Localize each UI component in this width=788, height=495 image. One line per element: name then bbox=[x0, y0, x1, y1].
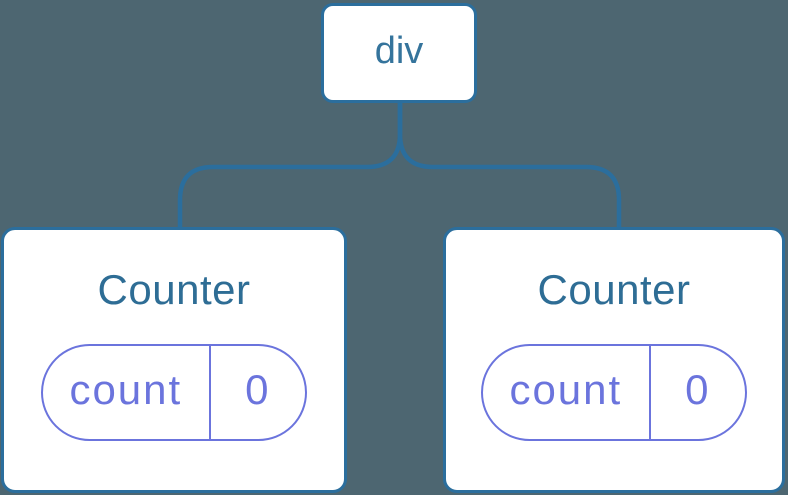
state-name-cell: count bbox=[483, 346, 651, 440]
state-pill: count 0 bbox=[481, 344, 747, 442]
state-name: count bbox=[509, 366, 623, 414]
state-value: 0 bbox=[245, 366, 271, 414]
state-value: 0 bbox=[685, 366, 711, 414]
state-value-cell: 0 bbox=[211, 346, 305, 439]
counter-card-right: Counter count 0 bbox=[443, 227, 785, 493]
state-pill: count 0 bbox=[41, 344, 307, 442]
connector-left-branch bbox=[177, 103, 403, 229]
counter-card-left: Counter count 0 bbox=[1, 227, 347, 493]
state-name: count bbox=[69, 366, 183, 414]
counter-title: Counter bbox=[537, 266, 691, 313]
state-value-cell: 0 bbox=[651, 346, 745, 439]
connector-right-branch bbox=[397, 103, 622, 229]
root-node: div bbox=[321, 3, 477, 103]
root-node-label: div bbox=[374, 30, 424, 72]
state-name-cell: count bbox=[43, 346, 211, 440]
counter-title: Counter bbox=[97, 266, 251, 313]
